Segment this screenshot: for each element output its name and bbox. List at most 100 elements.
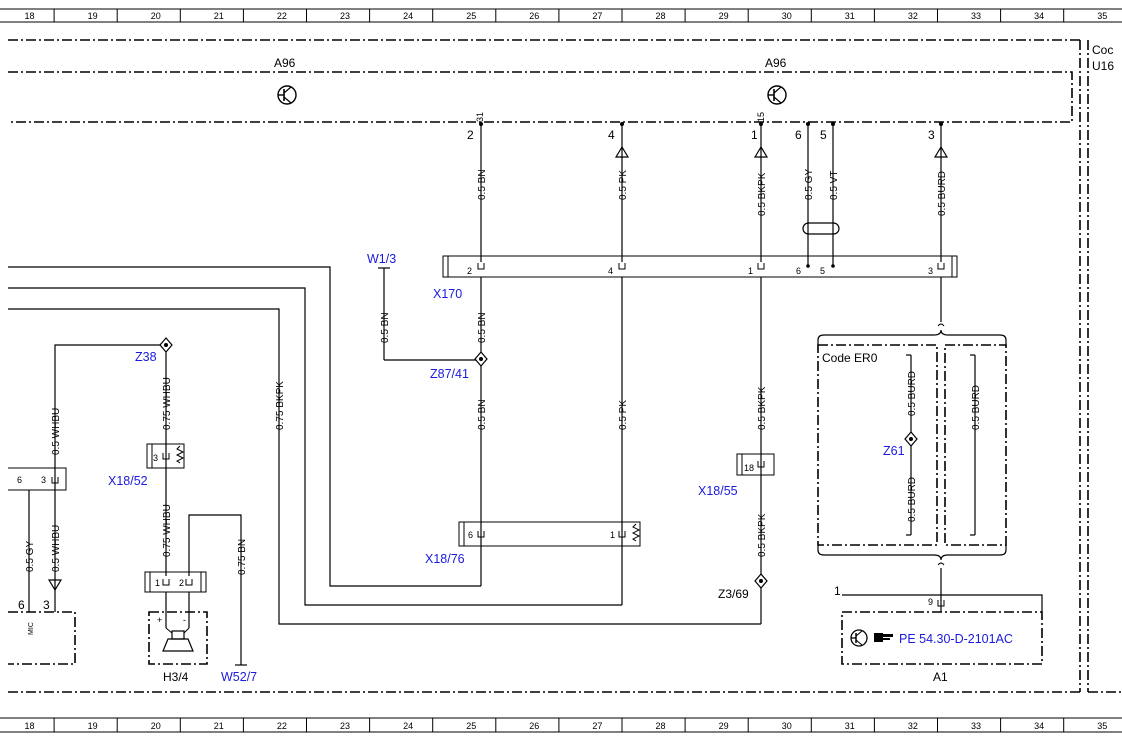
transistor-icon (767, 85, 787, 105)
w52-7-label: W52/7 (221, 670, 257, 684)
h3-4-label: H3/4 (163, 670, 189, 684)
top-grid-number: 24 (403, 11, 413, 21)
splice-icon (754, 573, 768, 589)
top-grid-number: 29 (719, 11, 729, 21)
top-grid-number: 30 (782, 11, 792, 21)
wire-label: 0.5 BKPK (757, 513, 768, 557)
h3-4-pin-2: 2 (179, 578, 184, 588)
h3-4-connector (144, 571, 207, 593)
top-grid-number: 26 (529, 11, 539, 21)
wire-label: 0.5 BURD (907, 371, 918, 416)
code-er0-bracket-top (817, 329, 1007, 345)
x18-76-connector (458, 521, 641, 547)
a96-pin-15: 15 (756, 112, 766, 122)
x170-pin-3: 3 (928, 266, 933, 276)
wire-label: 0.5 BN (477, 399, 488, 430)
bottom-grid-number: 27 (592, 721, 602, 731)
wire-label: 0.5 BKPK (757, 172, 768, 216)
bottom-grid-number: 30 (782, 721, 792, 731)
mic-pin-6: 6 (18, 598, 25, 612)
x170-pin-2: 2 (467, 266, 472, 276)
x18-52-label: X18/52 (108, 474, 148, 488)
top-grid-number: 25 (466, 11, 476, 21)
h3-4-speaker-box (148, 611, 208, 665)
code-er0-box (817, 344, 938, 546)
a1-label: A1 (933, 670, 948, 684)
top-grid-number: 21 (214, 11, 224, 21)
speaker-minus: - (183, 615, 186, 625)
top-grid-number: 27 (592, 11, 602, 21)
splice-icon (904, 431, 918, 447)
a96-pin-5: 5 (820, 128, 827, 142)
wire-label: 0.5 BURD (971, 385, 982, 430)
speaker-plus: + (157, 615, 162, 625)
bottom-grid-number: 25 (466, 721, 476, 731)
signal-arrow-icon (47, 579, 63, 592)
wire-label: 0.5 BN (477, 312, 488, 343)
transistor-icon (277, 85, 297, 105)
x18-55-label: X18/55 (698, 484, 738, 498)
z3-69-label: Z3/69 (718, 587, 749, 601)
a96-pin-4: 4 (608, 128, 615, 142)
wire-label: 0.75 WHBU (162, 504, 173, 557)
wire-label: 0.5 VT (829, 171, 840, 200)
mic-label: MIC (28, 622, 35, 635)
a96-pin-6: 6 (795, 128, 802, 142)
top-grid-number: 22 (277, 11, 287, 21)
z87-41-label: Z87/41 (430, 367, 469, 381)
wire-label: 0.5 BN (477, 169, 488, 200)
bottom-grid-number: 23 (340, 721, 350, 731)
x170-label: X170 (433, 287, 462, 301)
a96-left-label: A96 (274, 56, 296, 70)
twisted-pair-icon (802, 222, 840, 235)
x170-connector (442, 255, 958, 278)
x170-pin-4: 4 (608, 266, 613, 276)
wire-label: 0.5 BKPK (757, 386, 768, 430)
top-grid-number: 31 (845, 11, 855, 21)
top-grid-number: 19 (88, 11, 98, 21)
code-er0-label: Code ER0 (822, 351, 878, 365)
wire-label: 0.5 WHBU (51, 525, 62, 572)
bottom-grid-number: 31 (845, 721, 855, 731)
w1-3-label: W1/3 (367, 252, 396, 266)
right-margin-text-1: Coc (1092, 43, 1113, 57)
left-connector-pin-6: 6 (17, 475, 22, 485)
a1-module-box (841, 611, 1043, 665)
transistor-icon (850, 629, 868, 647)
wire-label: 0.5 PK (618, 400, 629, 430)
bottom-grid-number: 33 (971, 721, 981, 731)
a96-pin-31: 31 (475, 112, 485, 122)
signal-arrow-icon (614, 145, 949, 158)
a96-pin-dots (479, 122, 943, 126)
wire-label: 0.5 BURD (937, 171, 948, 216)
x170-pin-1: 1 (748, 266, 753, 276)
pointing-hand-icon (874, 633, 893, 642)
top-grid-number: 18 (24, 11, 34, 21)
bottom-grid-number: 24 (403, 721, 413, 731)
a96-pin-1: 1 (751, 128, 758, 142)
bottom-grid-number: 29 (719, 721, 729, 731)
a96-pin-3: 3 (928, 128, 935, 142)
bottom-grid-number: 26 (529, 721, 539, 731)
x170-pin-5: 5 (820, 266, 825, 276)
top-grid-number: 34 (1034, 11, 1044, 21)
a1-pin-9: 9 (928, 597, 933, 607)
h3-4-pin-1: 1 (155, 578, 160, 588)
code-er0-bracket-bottom (817, 545, 1007, 561)
a96-right-label: A96 (765, 56, 787, 70)
wire-label: 0.75 WHBU (162, 377, 173, 430)
top-grid-number: 35 (1097, 11, 1107, 21)
pe-reference-link[interactable]: PE 54.30-D-2101AC (899, 632, 1013, 646)
bottom-grid-number: 21 (214, 721, 224, 731)
speaker-icon (162, 627, 194, 652)
a1-pin-1: 1 (834, 584, 841, 598)
z61-label: Z61 (883, 444, 905, 458)
splice-icon (474, 351, 488, 367)
bottom-grid-number: 32 (908, 721, 918, 731)
bottom-grid-number: 20 (151, 721, 161, 731)
top-grid-number: 28 (655, 11, 665, 21)
x18-76-pin-1: 1 (610, 530, 615, 540)
